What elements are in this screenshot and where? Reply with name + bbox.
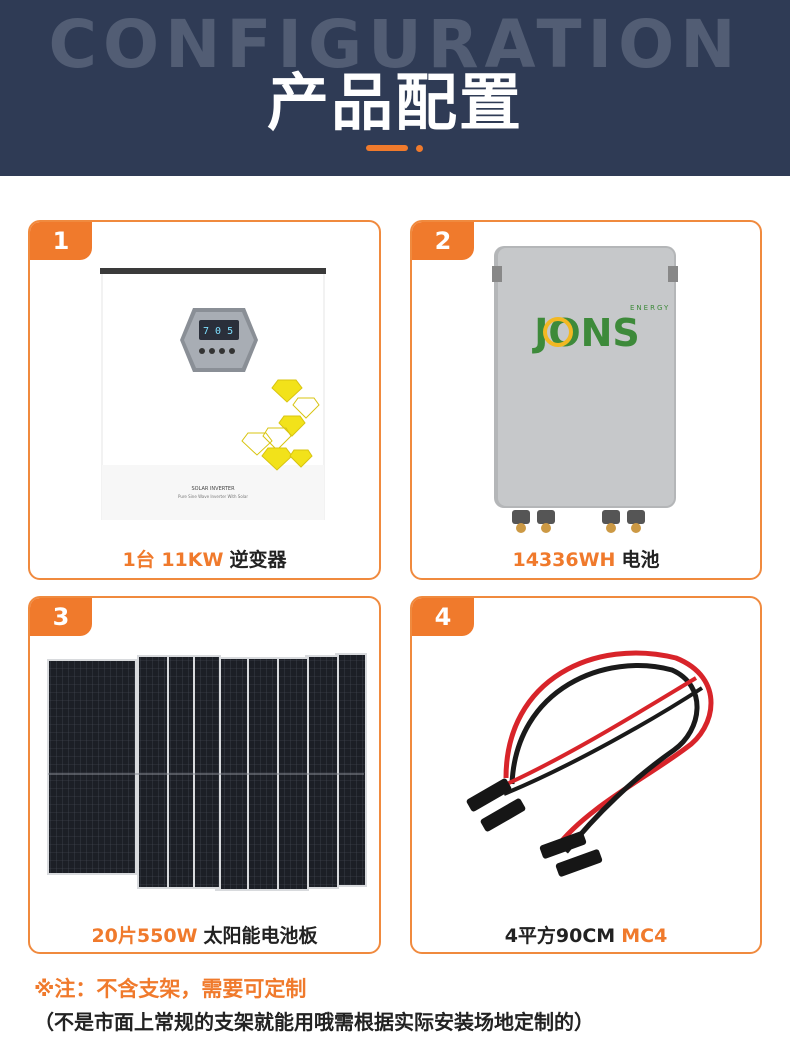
battery-pack-image: JONS ENERGY bbox=[492, 246, 678, 533]
svg-text:7 0 5: 7 0 5 bbox=[203, 326, 233, 337]
caption-highlight: 20片550W bbox=[91, 925, 198, 947]
caption-text: 逆变器 bbox=[229, 549, 287, 571]
solar-panels-image bbox=[47, 653, 367, 891]
inverter-label-sub: Pure Sine Wave Inverter With Solar bbox=[178, 494, 248, 499]
inverter-label-title: SOLAR INVERTER bbox=[191, 486, 235, 492]
caption-text: 4平方90CM bbox=[504, 925, 616, 947]
product-number-badge: 1 bbox=[30, 222, 92, 260]
page-title: 产品配置 bbox=[266, 66, 523, 139]
caption-highlight: MC4 bbox=[621, 925, 668, 947]
caption-highlight: 1台 11KW bbox=[122, 549, 224, 571]
caption-highlight: 14336WH bbox=[512, 549, 616, 571]
solar-inverter-image: 7 0 5 SOLAR INVERTER Pure Sine Wave Inve… bbox=[100, 268, 326, 520]
header-background-word: CONFIGURATION bbox=[48, 6, 742, 83]
bracket-note: ※注：不含支架，需要可定制 bbox=[34, 977, 307, 1001]
caption-text: 太阳能电池板 bbox=[203, 925, 318, 947]
product-number-badge: 2 bbox=[412, 222, 474, 260]
product-number-badge: 3 bbox=[30, 598, 92, 636]
product-card-inverter: 1 7 0 5 SOLAR INVERTER Pure Sine Wave In… bbox=[28, 220, 381, 580]
brand-logo-text: JONS bbox=[531, 311, 640, 355]
title-underline-bar bbox=[366, 145, 408, 151]
title-underline-dot bbox=[416, 145, 423, 152]
mc4-cables-image bbox=[466, 650, 714, 877]
bracket-note-detail: （不是市面上常规的支架就能用哦需根据实际安装场地定制的） bbox=[34, 1010, 594, 1034]
header-banner: CONFIGURATION 产品配置 bbox=[0, 0, 790, 176]
brand-sub-text: ENERGY bbox=[630, 304, 670, 312]
caption-text: 电池 bbox=[621, 549, 660, 571]
product-number-badge: 4 bbox=[412, 598, 474, 636]
